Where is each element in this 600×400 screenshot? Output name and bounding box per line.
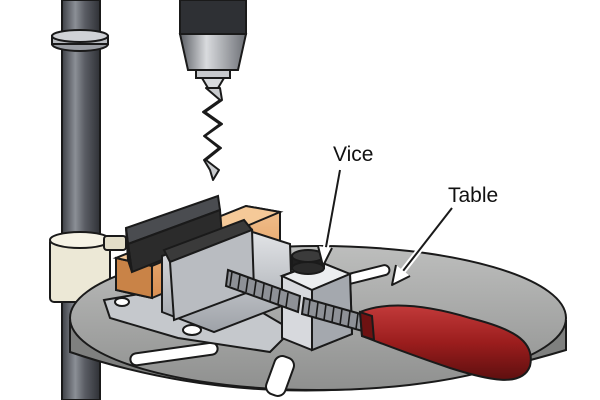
table-label: Table: [448, 184, 499, 207]
table-pointer-arrow: [391, 206, 455, 286]
drill-chuck: [178, 0, 248, 89]
drill-bit: [202, 87, 223, 181]
vice-label: Vice: [333, 143, 374, 166]
vice-knob: [291, 249, 325, 275]
column-top-clamp: [51, 29, 109, 52]
vice-pointer-arrow: [317, 169, 343, 267]
vice-lead-screw: [224, 268, 370, 334]
vice-back-jaw: [124, 194, 224, 274]
vice-handle: [358, 304, 532, 381]
